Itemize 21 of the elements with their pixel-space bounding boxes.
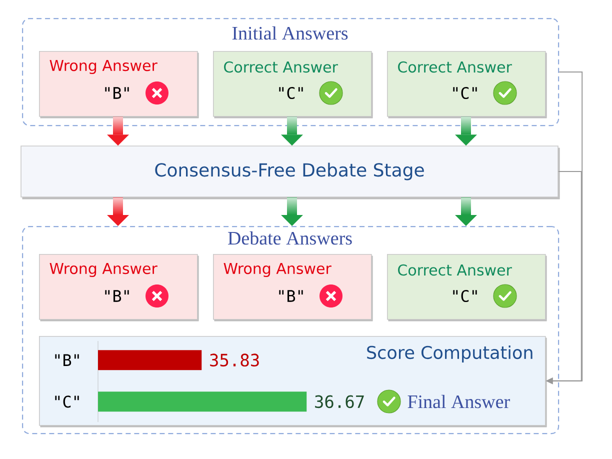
answer-value: "B": [105, 290, 129, 302]
group-title: Initial Answers: [232, 26, 348, 40]
stage-box: Consensus-Free Debate Stage: [20, 146, 560, 200]
data-label: 36.67: [315, 395, 364, 408]
group-title: Debate Answers: [228, 231, 352, 245]
data-label: 35.83: [210, 354, 259, 367]
answer-value: "B": [105, 87, 129, 99]
answer-label: Wrong Answer: [50, 262, 158, 278]
answer-label: Wrong Answer: [224, 262, 332, 278]
answer-value: "C": [279, 86, 303, 100]
panel-title: Score Computation: [367, 346, 532, 362]
y-tick-label: "C": [55, 396, 79, 408]
answer-label: Correct Answer: [398, 61, 512, 73]
answer-label: Correct Answer: [398, 264, 512, 276]
y-tick-label: "B": [55, 354, 79, 366]
answer-value: "C": [453, 290, 477, 302]
answer-label: Correct Answer: [224, 61, 338, 73]
answer-value: "B": [279, 290, 303, 302]
answer-value: "C": [453, 86, 477, 100]
answer-label: Wrong Answer: [50, 60, 158, 74]
result-label: Final Answer: [408, 394, 510, 408]
